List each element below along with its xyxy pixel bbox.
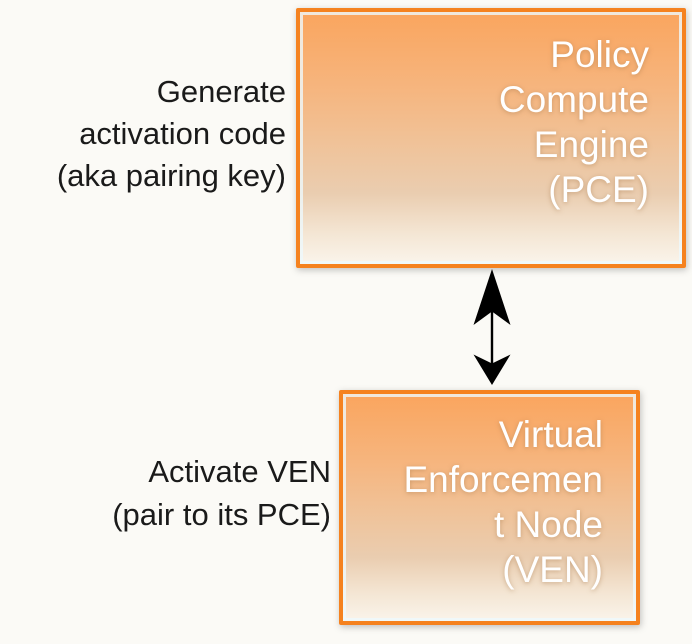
node-text-line: Compute bbox=[498, 79, 649, 120]
bidirectional-arrow-icon bbox=[473, 269, 511, 385]
label-line: (pair to its PCE) bbox=[112, 497, 331, 532]
ven-box-text: Virtual Enforcemen t Node (VEN) bbox=[404, 394, 637, 592]
label-line: Activate VEN bbox=[148, 454, 331, 489]
node-text-line: Engine bbox=[533, 124, 649, 165]
node-text-line: Policy bbox=[550, 34, 649, 75]
node-text-line: Enforcemen bbox=[403, 459, 604, 500]
label-line: activation code bbox=[79, 116, 286, 151]
ven-box: Virtual Enforcemen t Node (VEN) bbox=[339, 390, 640, 625]
arrow-down-head bbox=[473, 354, 511, 385]
activate-ven-label: Activate VEN (pair to its PCE) bbox=[0, 450, 331, 536]
pce-box-text: Policy Compute Engine (PCE) bbox=[499, 12, 682, 212]
node-text-line: (VEN) bbox=[502, 549, 603, 590]
node-text-line: Virtual bbox=[498, 414, 603, 455]
node-text-line: (PCE) bbox=[548, 169, 649, 210]
label-line: Generate bbox=[156, 74, 286, 109]
pce-box: Policy Compute Engine (PCE) bbox=[296, 8, 686, 268]
arrow-up-head bbox=[473, 269, 511, 325]
label-line: (aka pairing key) bbox=[56, 158, 286, 193]
generate-activation-code-label: Generate activation code (aka pairing ke… bbox=[0, 71, 286, 197]
node-text-line: t Node bbox=[493, 504, 603, 545]
